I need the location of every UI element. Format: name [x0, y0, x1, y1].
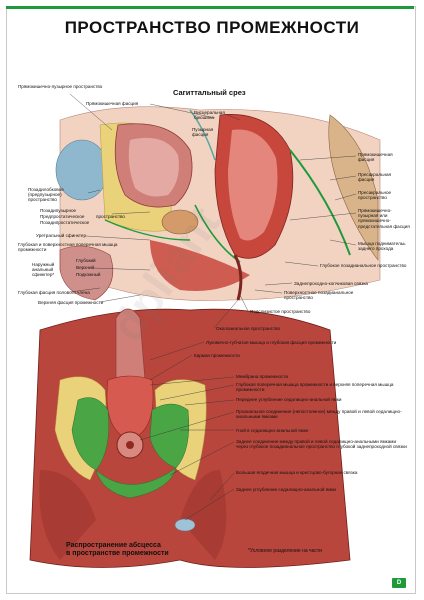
label-deep-postanal-space: Глубокое позадианальное пространство — [320, 263, 407, 268]
label-superficial-postanal-space: Поверхностное позадианальное пространств… — [284, 290, 354, 301]
label-rectal-fascia-left: Прямокишечная фасция — [86, 101, 139, 106]
label-submucosal-space: Подслизистое пространство — [250, 309, 311, 314]
page-title: ПРОСТРАНСТВО ПРОМЕЖНОСТИ — [64, 18, 360, 37]
label-anococcygeal-ligament: Заднепроходно-копчиковая связка — [294, 281, 368, 286]
sagittal-section-subtitle: Сагиттальный срез — [173, 88, 246, 97]
label-deep-transverse-perineal: Глубокая поперечная мышца промежности и … — [236, 382, 394, 393]
label-anterior-recess: Переднее углубление седалищно-анальной я… — [236, 397, 342, 402]
label-deep-penile-fascia: Глубокая фасция полового члена — [18, 290, 90, 295]
label-visceral-peritoneum: Висцеральная брюшина — [194, 110, 225, 121]
label-perineal-membrane: Мембрана промежности — [236, 374, 289, 379]
abscess-caption: Распространение абсцесса в пространстве … — [66, 542, 169, 557]
label-deep: Глубокий — [76, 258, 96, 263]
label-rectal-fascia-right: Прямокишечная фасция — [358, 152, 393, 163]
label-gluteus-maximus: Большая ягодичная мышца и крестцово-буго… — [236, 470, 358, 475]
perineal-view-drawing — [29, 308, 351, 568]
footnote: *Условное разделение на части — [248, 548, 322, 554]
label-transverse-perineal: Глубокая и поверхностная поперечная мышц… — [18, 242, 118, 253]
label-presacral-space: Пресакральное пространство — [358, 190, 392, 201]
label-retropubic-space: Позадилобковое (предпузырное) пространст… — [28, 187, 64, 203]
label-rectovesical-space: Прямокишечно-пузырное пространство — [18, 84, 103, 89]
label-rectovesical-fascia: Прямокишечно-пузырная или прямокишечно-п… — [358, 208, 410, 229]
label-subcutaneous: Подкожный — [76, 272, 101, 277]
label-levator-ani: Мышца поднимательь заднего прохода — [358, 241, 406, 252]
label-space: пространство — [96, 214, 125, 219]
label-superficial-perineal-fascia: Верхняя фасция промежности — [38, 300, 104, 305]
label-perineal-pouch: Карман промежности — [194, 353, 240, 358]
label-perianal-space: Околоанальное пространство — [216, 326, 281, 331]
sagittal-section-drawing — [55, 106, 381, 301]
publisher-logo: D — [392, 578, 406, 588]
label-preanal-connection: Проанальное соединение (непостоянное) ме… — [236, 409, 402, 420]
label-vesical-fascia: Пузырная фасция — [192, 127, 214, 138]
label-posterior-recess: Заднее углубление седалищно-анальной ямк… — [236, 487, 336, 492]
label-presacral-fascia: Пресакральная фасция — [358, 172, 392, 183]
top-accent-rule — [6, 6, 414, 9]
label-pus-ischioanal: Гной в седалищно-анальной ямке — [236, 428, 309, 433]
label-retroprostatic: Позадипростатическое — [40, 220, 90, 225]
label-urethral-sphincter: Уретральный сфинктер — [36, 233, 87, 238]
label-preprostatic: Предпростатическое — [40, 214, 85, 219]
label-bulbospongiosus: Луковично-губчатая мышца и глубокая фасц… — [206, 340, 337, 345]
label-posterior-connection: Заднее соединение между правой и левой с… — [236, 439, 407, 450]
label-superior: Верхний — [76, 265, 95, 270]
label-external-anal-sphincter: Наружный анальный сфинктер* — [32, 262, 55, 278]
label-retrovesical: Позадипузырное — [40, 208, 77, 213]
